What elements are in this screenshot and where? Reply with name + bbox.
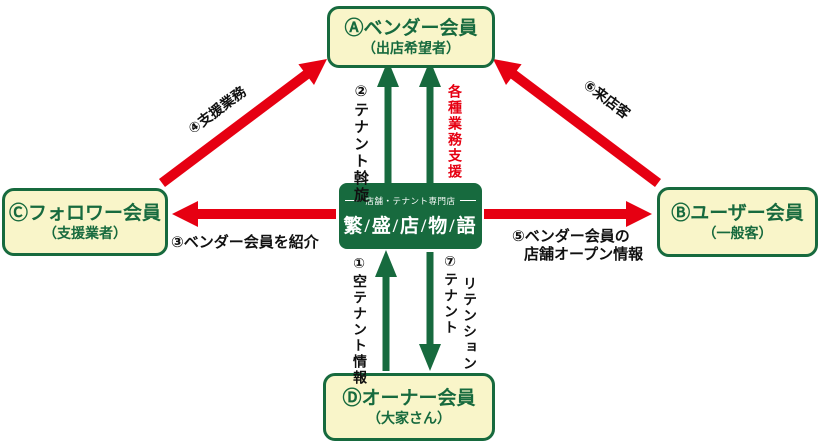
label-tenant-retention-line1: ⑦テナント <box>443 254 459 336</box>
arrow-center-to-owner <box>419 252 441 371</box>
arrow-owner-to-center <box>375 250 397 371</box>
label-store-open-info: ⑤ベンダー会員の 店舗オープン情報 <box>512 228 643 264</box>
node-owner-member: Ⓓオーナー会員 （大家さん） <box>323 373 495 441</box>
center-brand-box: 店舗・テナント専門店 繁/盛/店/物/語 <box>339 183 482 249</box>
label-vacant-tenant-info: ①空テナント情報 <box>352 256 368 386</box>
tagline-rule-left <box>345 200 362 201</box>
label-store-open-info-line1: ⑤ベンダー会員の <box>512 228 630 245</box>
node-vendor-title: Ⓐベンダー会員 <box>344 18 478 40</box>
node-owner-subtitle: （大家さん） <box>367 409 451 426</box>
label-various-business-support: 各種業務支援 <box>447 84 463 180</box>
node-follower-subtitle: （支援業者） <box>43 224 127 241</box>
center-tagline-row: 店舗・テナント専門店 <box>339 195 482 207</box>
arrow-center-to-follower <box>172 201 336 227</box>
arrow-user-to-vendor <box>493 59 662 187</box>
arrow-follower-to-vendor <box>158 59 327 187</box>
center-tagline: 店舗・テナント専門店 <box>365 195 456 206</box>
label-tenant-retention-line2: リテンション <box>462 276 478 372</box>
node-user-title: Ⓑユーザー会員 <box>671 203 804 225</box>
node-vendor-member: Ⓐベンダー会員 （出店希望者） <box>327 6 495 68</box>
node-vendor-subtitle: （出店希望者） <box>362 39 460 56</box>
label-introduce-vendor-members: ③ベンダー会員を紹介 <box>171 234 319 251</box>
node-user-member: Ⓑユーザー会員 （一般客） <box>657 187 818 257</box>
node-owner-title: Ⓓオーナー会員 <box>342 388 476 410</box>
node-user-subtitle: （一般客） <box>702 224 773 241</box>
arrow-center-to-user <box>484 201 652 227</box>
arrow-center-to-vendor-left <box>377 60 399 183</box>
arrow-center-to-vendor-right <box>419 60 441 183</box>
node-follower-title: Ⓒフォロワー会員 <box>8 203 161 225</box>
tagline-rule-right <box>459 200 476 201</box>
node-follower-member: Ⓒフォロワー会員 （支援業者） <box>2 188 168 256</box>
label-tenant-mediation: ②テナント斡旋 <box>352 82 369 204</box>
center-brand-name: 繁/盛/店/物/語 <box>343 215 478 237</box>
label-store-open-info-line2: 店舗オープン情報 <box>524 246 644 263</box>
